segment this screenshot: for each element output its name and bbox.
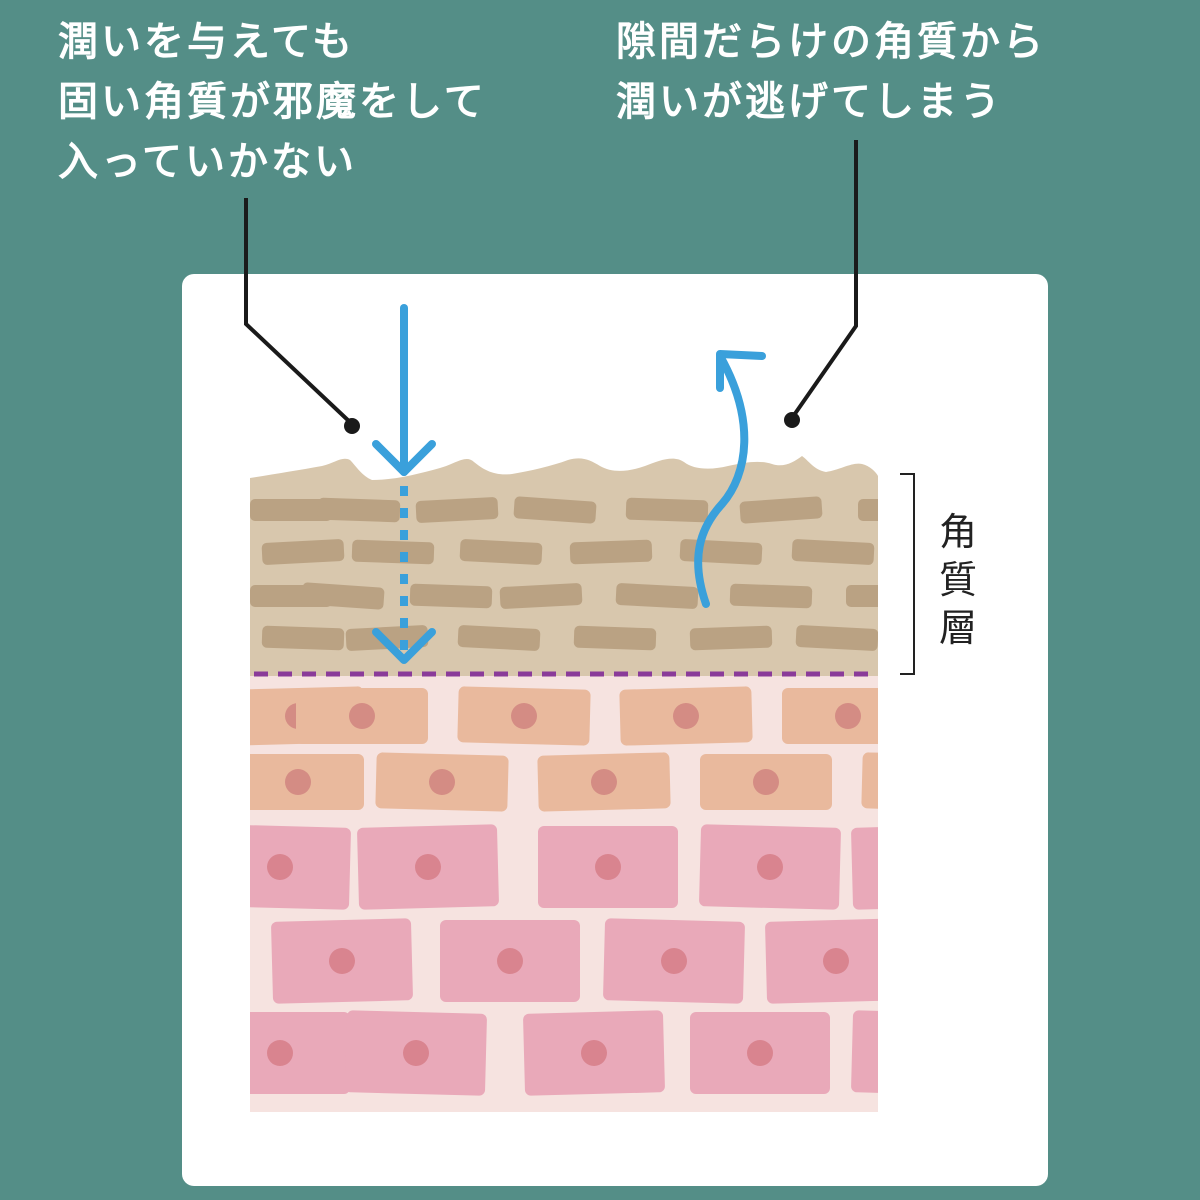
keratin-cell — [261, 625, 345, 651]
layer-label-char-3: 層 — [938, 606, 977, 650]
epidermis-cell — [271, 918, 413, 1004]
keratin-cell — [679, 539, 763, 565]
epidermis-cell — [375, 752, 509, 812]
cell-nucleus — [511, 703, 537, 729]
layer-label-char-2: 質 — [938, 558, 977, 602]
cell-nucleus — [349, 703, 375, 729]
keratin-cell — [689, 625, 773, 651]
epidermis-cell — [345, 1010, 487, 1096]
epidermis-cells — [250, 686, 942, 1096]
keratin-cell — [250, 499, 332, 521]
epidermis-cell — [538, 826, 678, 908]
keratin-cell — [791, 539, 875, 565]
epidermis-cell — [250, 1012, 350, 1094]
leader-line-left — [244, 198, 354, 426]
stratum-corneum — [250, 456, 878, 676]
cell-nucleus — [497, 948, 523, 974]
cell-nucleus — [267, 1040, 293, 1066]
cell-nucleus — [661, 948, 687, 974]
keratin-cell — [351, 539, 435, 565]
epidermis-cell — [851, 824, 936, 910]
leader-dot-right — [784, 412, 800, 428]
epidermis-cell — [523, 1010, 665, 1096]
cell-nucleus — [909, 854, 936, 881]
epidermis-cell — [296, 688, 428, 744]
cell-nucleus — [915, 769, 942, 796]
keratin-cell — [409, 583, 493, 609]
cell-nucleus — [823, 948, 849, 974]
cell-nucleus — [753, 769, 779, 795]
keratin-cell — [499, 583, 583, 609]
epidermis-cell — [782, 688, 878, 744]
keratin-cell — [625, 497, 709, 523]
caption-left-line-3: 入っていかない — [58, 139, 357, 185]
stratum-corneum-label: 角 質 層 — [936, 508, 980, 652]
epidermis-cell — [700, 754, 832, 810]
epidermis-cell — [690, 1012, 830, 1094]
caption-left-line-1: 潤いを与えても — [58, 19, 355, 65]
cell-nucleus — [591, 769, 617, 795]
cell-nucleus — [329, 948, 355, 974]
keratin-cell — [301, 582, 385, 610]
keratin-cell — [459, 539, 543, 565]
cell-nucleus — [415, 854, 441, 880]
cell-nucleus — [267, 854, 293, 880]
cell-nucleus — [909, 1040, 936, 1067]
cell-nucleus — [673, 703, 699, 729]
caption-left: 潤いを与えても 固い角質が邪魔をして 入っていかない — [58, 12, 487, 192]
epidermis-cell — [440, 920, 580, 1002]
keratin-cell — [415, 497, 499, 523]
cell-nucleus — [835, 703, 861, 729]
layer-label-char-1: 角 — [938, 510, 977, 554]
cell-nucleus — [595, 854, 621, 880]
epidermis-cell — [537, 752, 671, 812]
epidermis-cell — [603, 918, 745, 1004]
epidermis-cell — [861, 752, 942, 812]
layer-bracket — [900, 473, 915, 675]
cell-nucleus — [429, 769, 455, 795]
epidermis-cell — [357, 824, 499, 910]
keratin-cell — [739, 496, 823, 524]
keratin-cell — [858, 499, 878, 521]
epidermis-cell — [619, 686, 753, 746]
keratin-cell — [795, 625, 878, 651]
caption-left-line-2: 固い角質が邪魔をして — [58, 79, 487, 125]
keratin-cell — [261, 539, 345, 565]
cell-nucleus — [581, 1040, 607, 1066]
keratin-cell — [317, 497, 401, 523]
leader-dot-left — [344, 418, 360, 434]
cell-nucleus — [747, 1040, 773, 1066]
keratin-cell — [729, 583, 813, 609]
epidermis-cell — [250, 824, 351, 910]
epidermis-cell — [457, 686, 591, 746]
keratin-cell — [457, 625, 541, 651]
leader-line-right — [790, 140, 858, 420]
keratin-cell — [569, 539, 653, 565]
keratin-cell — [573, 625, 657, 651]
blocked-moisture-arrowhead — [372, 440, 436, 476]
keratin-cell — [513, 496, 597, 524]
escaping-moisture-arrowhead — [716, 350, 766, 392]
keratin-cell — [846, 585, 878, 607]
epidermis-cell — [250, 754, 364, 810]
caption-right: 隙間だらけの角質から 潤いが逃げてしまう — [616, 12, 1046, 132]
escaping-moisture-arrow — [694, 352, 749, 608]
epidermis-cell — [699, 824, 841, 910]
blocked-moisture-dotted-arrowhead — [372, 628, 436, 664]
keratin-cell — [615, 583, 699, 609]
caption-right-line-2: 潤いが逃げてしまう — [616, 79, 1003, 125]
caption-right-line-1: 隙間だらけの角質から — [616, 19, 1046, 65]
cell-nucleus — [285, 769, 311, 795]
epidermis-cell — [765, 918, 878, 1004]
keratin-cells — [250, 496, 878, 651]
cell-nucleus — [757, 854, 783, 880]
epidermis-cell — [851, 1010, 936, 1096]
cell-nucleus — [403, 1040, 429, 1066]
